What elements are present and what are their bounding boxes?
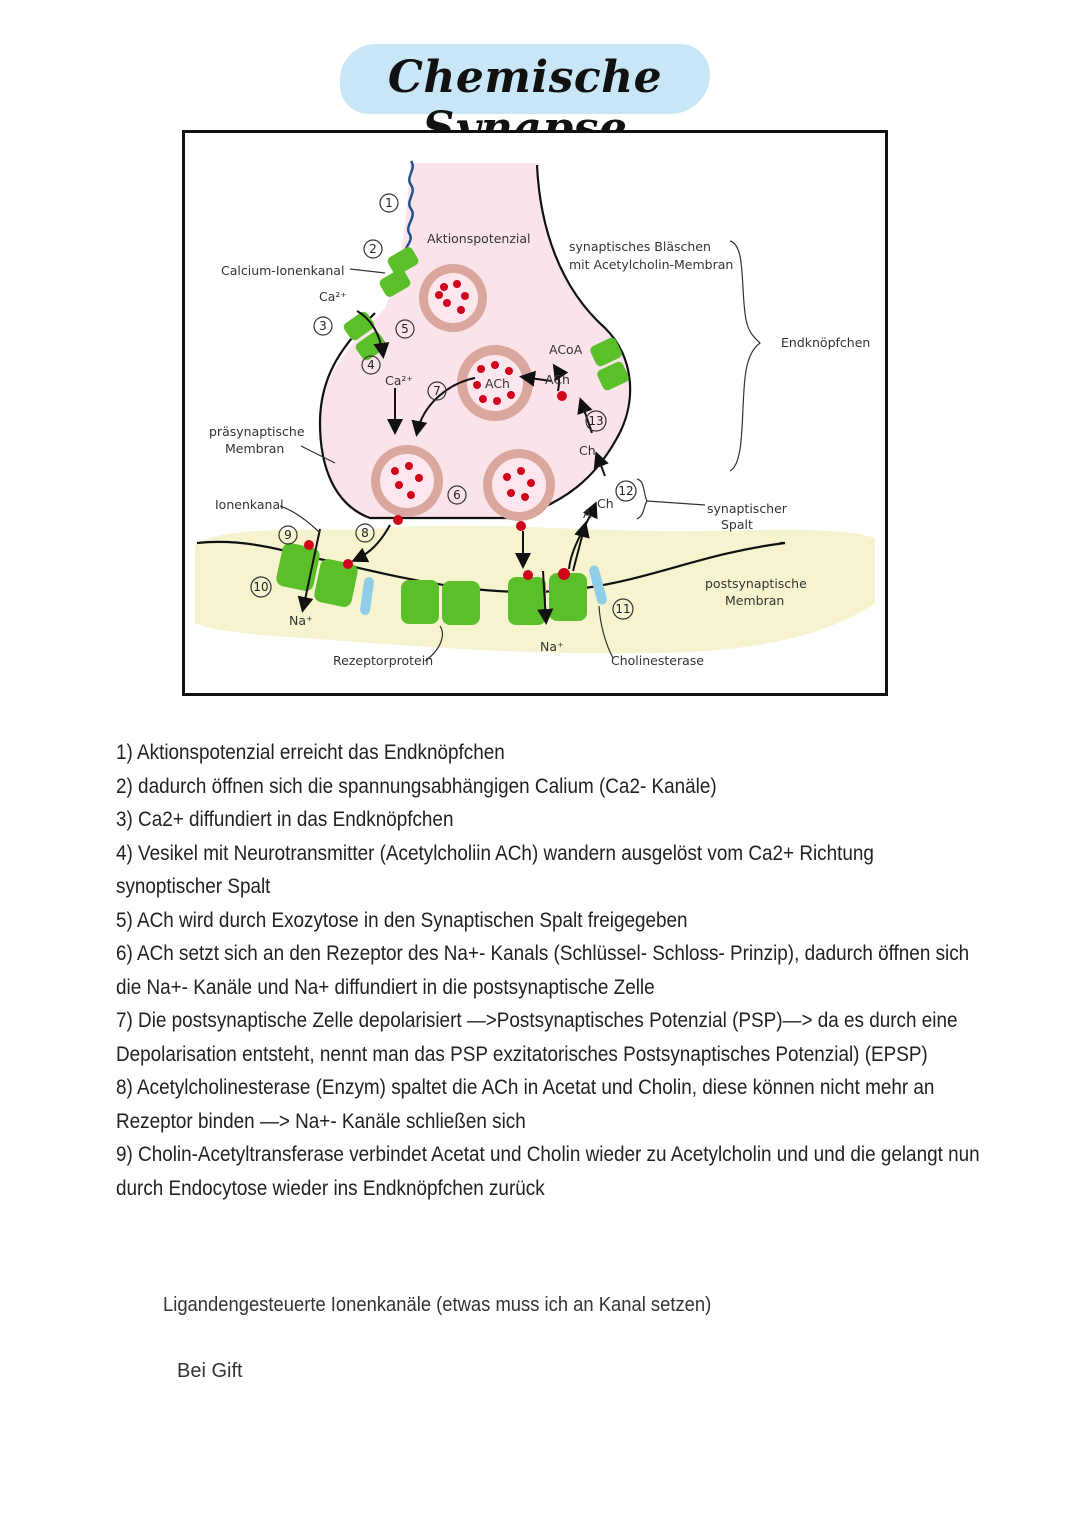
transmitter-dot [393, 515, 403, 525]
label-ch-low: Ch [597, 496, 614, 511]
label-ach-vesicle: ACh [485, 376, 510, 391]
title-highlight [340, 44, 710, 114]
step-numbers: 1 2 3 4 5 6 7 8 9 10 11 12 13 [253, 196, 633, 616]
label-postsyn-2: Membran [725, 593, 784, 608]
step-item: 8) Acetylcholinesterase (Enzym) spaltet … [116, 1076, 935, 1133]
label-aktionspotenzial: Aktionspotenzial [427, 231, 531, 246]
recycling-channel [590, 337, 629, 391]
svg-text:5: 5 [401, 322, 409, 336]
label-postsyn-1: postsynaptische [705, 576, 807, 591]
presynaptic-membrane [318, 164, 632, 520]
vesicle-top [419, 264, 487, 332]
label-spalt-2: Spalt [721, 517, 753, 532]
note-gift: Bei Gift [177, 1360, 243, 1382]
step-item: 3) Ca2+ diffundiert in das Endknöpfchen [116, 808, 454, 831]
svg-text:3: 3 [319, 319, 327, 333]
step-item: 6) ACh setzt sich an den Rezeptor des Na… [116, 942, 970, 999]
svg-text:6: 6 [453, 488, 461, 502]
label-rezeptorprotein: Rezeptorprotein [333, 653, 433, 668]
synapse-diagram: 1 2 3 4 5 6 7 8 9 10 11 12 13 Aktionspot… [182, 130, 888, 696]
transmitter-dot [516, 521, 526, 531]
label-blaeschen-1: synaptisches Bläschen [569, 239, 711, 254]
label-calcium-ionenkanal: Calcium-Ionenkanal [221, 263, 344, 278]
vesicle-docked-right [483, 449, 555, 521]
label-praesyn-2: Membran [225, 441, 284, 456]
label-ca-inside: Ca²⁺ [385, 373, 413, 388]
vesicle-ach [457, 345, 533, 421]
transmitter-dot [557, 391, 567, 401]
receptor-protein-center [401, 580, 480, 625]
svg-text:10: 10 [253, 580, 268, 594]
step-item: 4) Vesikel mit Neurotransmitter (Acetylc… [116, 841, 874, 899]
svg-text:4: 4 [367, 358, 375, 372]
step-item: 9) Cholin-Acetyltransferase verbindet Ac… [116, 1143, 980, 1200]
svg-text:11: 11 [615, 602, 630, 616]
label-ionenkanal: Ionenkanal [215, 497, 284, 512]
svg-text:12: 12 [618, 484, 633, 498]
svg-text:2: 2 [369, 242, 377, 256]
label-na-left: Na⁺ [289, 613, 313, 628]
label-praesyn-1: präsynaptische [209, 424, 305, 439]
label-endknoepfchen: Endknöpfchen [781, 335, 870, 350]
svg-text:7: 7 [433, 384, 441, 398]
step-item: 7) Die postsynaptische Zelle depolarisie… [116, 1009, 958, 1066]
title-area: Chemische Synapse [340, 40, 710, 154]
label-ca-top: Ca²⁺ [319, 289, 347, 304]
calcium-channel-top [379, 247, 419, 297]
label-ach-right: ACh [545, 372, 570, 387]
action-potential-wave [403, 160, 414, 256]
vesicle-docked-left [371, 445, 443, 517]
label-ch-mid: Ch [579, 443, 596, 458]
note-ligand-channels: Ligandengesteuerte Ionenkanäle (etwas mu… [163, 1294, 712, 1316]
step-item: 1) Aktionspotenzial erreicht das Endknöp… [116, 741, 505, 764]
cholinesterase-right [589, 565, 607, 605]
label-acoa: ACoA [549, 342, 583, 357]
svg-text:1: 1 [385, 196, 393, 210]
step-markers [250, 193, 637, 620]
label-spalt-1: synaptischer [707, 501, 788, 516]
label-na-right: Na⁺ [540, 639, 564, 654]
cholinesterase-left [360, 577, 374, 615]
label-cholinesterase: Cholinesterase [611, 653, 704, 668]
step-item: 2) dadurch öffnen sich die spannungsabhä… [116, 774, 717, 798]
step-list: 1) Aktionspotenzial erreicht das Endknöp… [116, 736, 980, 1205]
svg-text:8: 8 [361, 526, 369, 540]
receptor-channel-right [508, 568, 587, 625]
label-a: A [583, 506, 592, 521]
svg-text:13: 13 [588, 414, 603, 428]
label-blaeschen-2: mit Acetylcholin-Membran [569, 257, 733, 272]
svg-text:9: 9 [284, 528, 292, 542]
step-item: 5) ACh wird durch Exozytose in den Synap… [116, 908, 688, 932]
